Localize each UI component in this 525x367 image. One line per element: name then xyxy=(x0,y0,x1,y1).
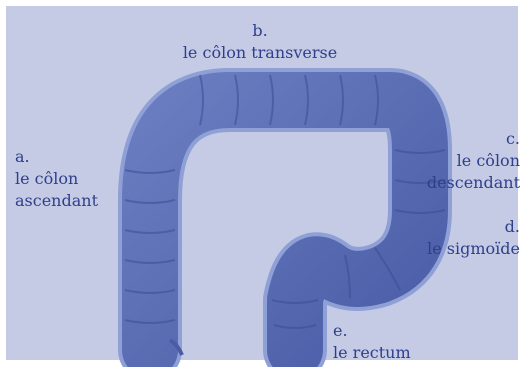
label-rectum: e. le rectum xyxy=(333,320,411,364)
label-d-line-1: le sigmoïde xyxy=(427,238,520,260)
label-e-letter: e. xyxy=(333,320,411,342)
large-intestine-shape xyxy=(125,75,445,355)
label-c-line-1: le côlon xyxy=(427,150,520,172)
label-c-letter: c. xyxy=(427,128,520,150)
label-b-letter: b. xyxy=(160,20,360,42)
label-d-letter: d. xyxy=(427,216,520,238)
label-a-line-1: le côlon xyxy=(15,168,98,190)
label-colon-ascendant: a. le côlon ascendant xyxy=(15,146,98,212)
label-e-line-1: le rectum xyxy=(333,342,411,364)
label-sigmoide: d. le sigmoïde xyxy=(427,216,520,260)
label-a-letter: a. xyxy=(15,146,98,168)
label-colon-transverse: b. le côlon transverse xyxy=(160,20,360,64)
label-a-line-2: ascendant xyxy=(15,190,98,212)
label-colon-descendant: c. le côlon descendant xyxy=(427,128,520,194)
label-c-line-2: descendant xyxy=(427,172,520,194)
label-b-line-1: le côlon transverse xyxy=(160,42,360,64)
